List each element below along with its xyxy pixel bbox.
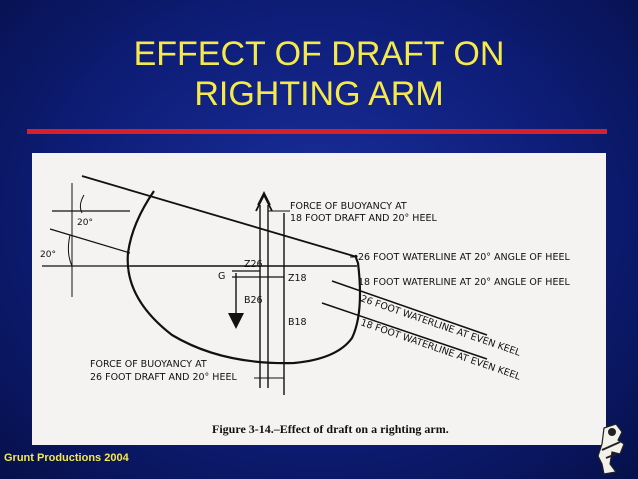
slide-title: EFFECT OF DRAFT ON RIGHTING ARM — [0, 34, 638, 114]
footer-credit: Grunt Productions 2004 — [4, 452, 129, 464]
title-line-2: RIGHTING ARM — [194, 75, 444, 113]
label-z26: Z26 — [244, 259, 263, 270]
label-angle-left: 20° — [40, 250, 56, 260]
ref-line-heeled — [49, 228, 131, 254]
label-buoyancy-26-line1: FORCE OF BUOYANCY AT — [90, 359, 207, 370]
label-b26: B26 — [244, 295, 263, 306]
buoyancy-18-arrow — [255, 190, 273, 212]
label-waterline-18-heel: 18 FOOT WATERLINE AT 20° ANGLE OF HEEL — [358, 277, 570, 288]
figure-panel: FORCE OF BUOYANCY AT 18 FOOT DRAFT AND 2… — [32, 153, 606, 445]
label-buoyancy-26-line2: 26 FOOT DRAFT AND 20° HEEL — [90, 372, 237, 383]
waterline-26-even — [331, 280, 488, 336]
waterline-26-heel — [81, 175, 358, 258]
angle-arc-left — [67, 234, 73, 267]
label-waterline-26-heel: 26 FOOT WATERLINE AT 20° ANGLE OF HEEL — [358, 252, 570, 263]
label-angle-top: 20° — [77, 218, 93, 228]
title-line-1: EFFECT OF DRAFT ON — [133, 35, 505, 73]
label-g: G — [218, 271, 225, 282]
waterline-18-even — [321, 302, 488, 360]
righting-arm-diagram: FORCE OF BUOYANCY AT 18 FOOT DRAFT AND 2… — [40, 175, 570, 436]
title-rule — [27, 129, 607, 134]
label-b18: B18 — [288, 317, 307, 328]
hull-outline — [126, 190, 362, 365]
label-z18: Z18 — [288, 273, 307, 284]
figure-caption: Figure 3-14.–Effect of draft on a righti… — [212, 422, 449, 436]
label-buoyancy-18-line2: 18 FOOT DRAFT AND 20° HEEL — [290, 213, 437, 224]
label-buoyancy-18-line1: FORCE OF BUOYANCY AT — [290, 201, 407, 212]
gravity-arrow-head — [228, 313, 244, 329]
angle-arc-top — [79, 194, 85, 214]
grunt-logo-icon — [597, 423, 625, 475]
